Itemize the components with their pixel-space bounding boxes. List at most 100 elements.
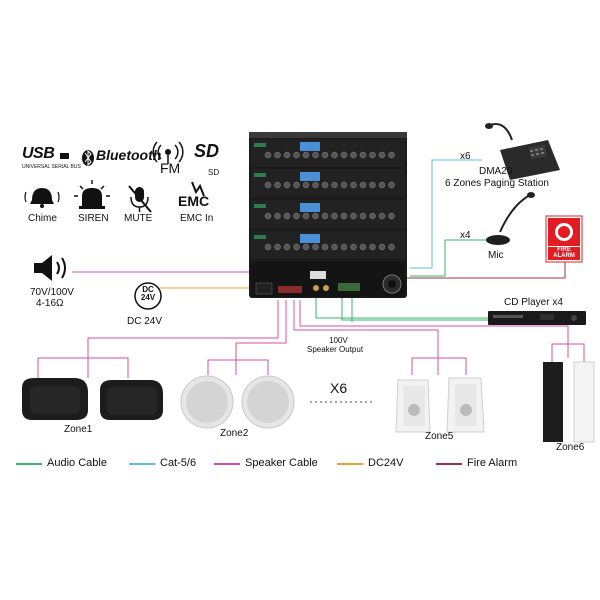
speaker-input-icon: [34, 255, 66, 281]
legend-swatch-cat: [129, 463, 155, 465]
amp-knob: [264, 243, 272, 251]
fire-alarm-text-bottom: ALARM: [553, 253, 575, 259]
emc-logo-text: EMC: [178, 193, 210, 209]
amp-knob: [321, 212, 329, 220]
zone6-column-speaker-white: [573, 361, 595, 443]
zone2-label: Zone2: [220, 428, 249, 439]
amp-knob: [359, 151, 367, 159]
legend-swatch-fire: [436, 463, 462, 465]
speaker-output-voltage: 100V: [329, 336, 348, 345]
legend-label-cat: Cat-5/6: [160, 457, 197, 469]
zone1-speaker-cable: [87, 300, 279, 378]
zone1-label: Zone1: [64, 424, 93, 435]
zone5-speaker-right: [446, 377, 485, 433]
amp-knob: [340, 181, 348, 189]
amp-knob: [369, 151, 376, 159]
amp-knob: [369, 181, 376, 189]
amp-knob: [283, 181, 291, 189]
amp-knob: [321, 181, 329, 189]
chime-icon: [24, 188, 60, 208]
paging-station-icon: [485, 123, 560, 180]
amp-knob: [388, 243, 395, 251]
paging-model: DMA20: [479, 166, 513, 177]
amp-knob: [340, 243, 348, 251]
chime-label: Chime: [28, 213, 57, 224]
legend-label-speaker: Speaker Cable: [245, 457, 318, 469]
zone6-speaker-cable-b: [551, 343, 568, 362]
emc-in-label: EMC In: [180, 213, 214, 224]
zone6-label: Zone6: [556, 442, 585, 453]
legend-swatch-dc: [337, 463, 363, 465]
amp-knob: [274, 151, 281, 159]
fire-alarm-icon: [545, 215, 583, 263]
amp-knob: [331, 181, 338, 189]
amp-knob: [302, 151, 310, 159]
amp-knob: [264, 212, 272, 220]
zone5-speaker-cable: [293, 300, 439, 375]
amp-knob: [369, 243, 376, 251]
amp-knob: [321, 151, 329, 159]
rear-panel: [251, 262, 405, 297]
amp-knob: [340, 212, 348, 220]
fire-alarm-text-top: FIRE: [557, 247, 571, 253]
cd-player-icon: [488, 311, 586, 325]
mute-icon: [128, 185, 152, 213]
amp-knob: [331, 151, 338, 159]
bluetooth-label: Bluetooth: [96, 147, 162, 163]
legend-swatch-speaker: [214, 463, 240, 465]
zone6-speaker-cable-c: [568, 343, 585, 362]
amp-knob: [388, 181, 395, 189]
zone1-speaker-left: [22, 378, 88, 420]
amp-knob: [378, 212, 386, 220]
legend-label-audio: Audio Cable: [47, 457, 107, 469]
mic-icon: [486, 192, 535, 245]
sd-logo-text: SD: [194, 141, 220, 161]
legend-swatch-audio: [16, 463, 42, 465]
amp-knob: [283, 212, 291, 220]
dc-badge-top: DC: [142, 285, 154, 294]
usb-subtitle: UNIVERSAL SERIAL BUS: [22, 164, 81, 170]
amp-knob: [340, 151, 348, 159]
zone5-speaker-cable-b: [411, 357, 438, 375]
zone5-speaker-left: [395, 379, 431, 433]
usb-logo-text: USB: [22, 145, 55, 162]
paging-description: 6 Zones Paging Station: [445, 178, 549, 189]
legend-label-fire: Fire Alarm: [467, 457, 518, 469]
sd-subtitle: SD: [208, 168, 220, 177]
dc-power-icon: [134, 282, 162, 310]
zone1-speaker-right: [100, 380, 163, 420]
amp-knob: [350, 181, 357, 189]
amp-knob: [321, 243, 329, 251]
amp-knob: [293, 243, 300, 251]
zone1-speaker-cable-b: [37, 357, 88, 378]
siren-label: SIREN: [78, 213, 109, 224]
mic-count: x4: [460, 230, 471, 241]
amp-knob: [359, 212, 367, 220]
speaker-spec-voltage: 70V/100V: [30, 287, 74, 298]
amp-knob: [378, 181, 386, 189]
usb-icon: [60, 153, 69, 159]
amp-knob: [293, 181, 300, 189]
amplifier-stack: [249, 132, 407, 298]
zone6-column-speaker-black: [543, 362, 563, 442]
zone2-speaker-right: [241, 375, 295, 429]
amp-knob: [302, 243, 310, 251]
amp-knob: [369, 212, 376, 220]
amp-knob: [283, 243, 291, 251]
mute-label: MUTE: [124, 213, 153, 224]
legend-label-dc: DC24V: [368, 457, 404, 469]
amp-knob: [359, 181, 367, 189]
amp-knob: [274, 243, 281, 251]
speaker-output-label: Speaker Output: [307, 345, 364, 354]
amp-knob: [350, 243, 357, 251]
zone2-speaker-cable-c: [236, 359, 269, 375]
cd-player-label: CD Player x4: [504, 297, 563, 308]
amp-knob: [331, 212, 338, 220]
paging-count: x6: [460, 151, 471, 162]
zone2-speaker-cable-b: [207, 359, 236, 375]
cd-audio-cable-1: [315, 293, 488, 319]
amp-knob: [302, 212, 310, 220]
amp-knob: [388, 212, 395, 220]
